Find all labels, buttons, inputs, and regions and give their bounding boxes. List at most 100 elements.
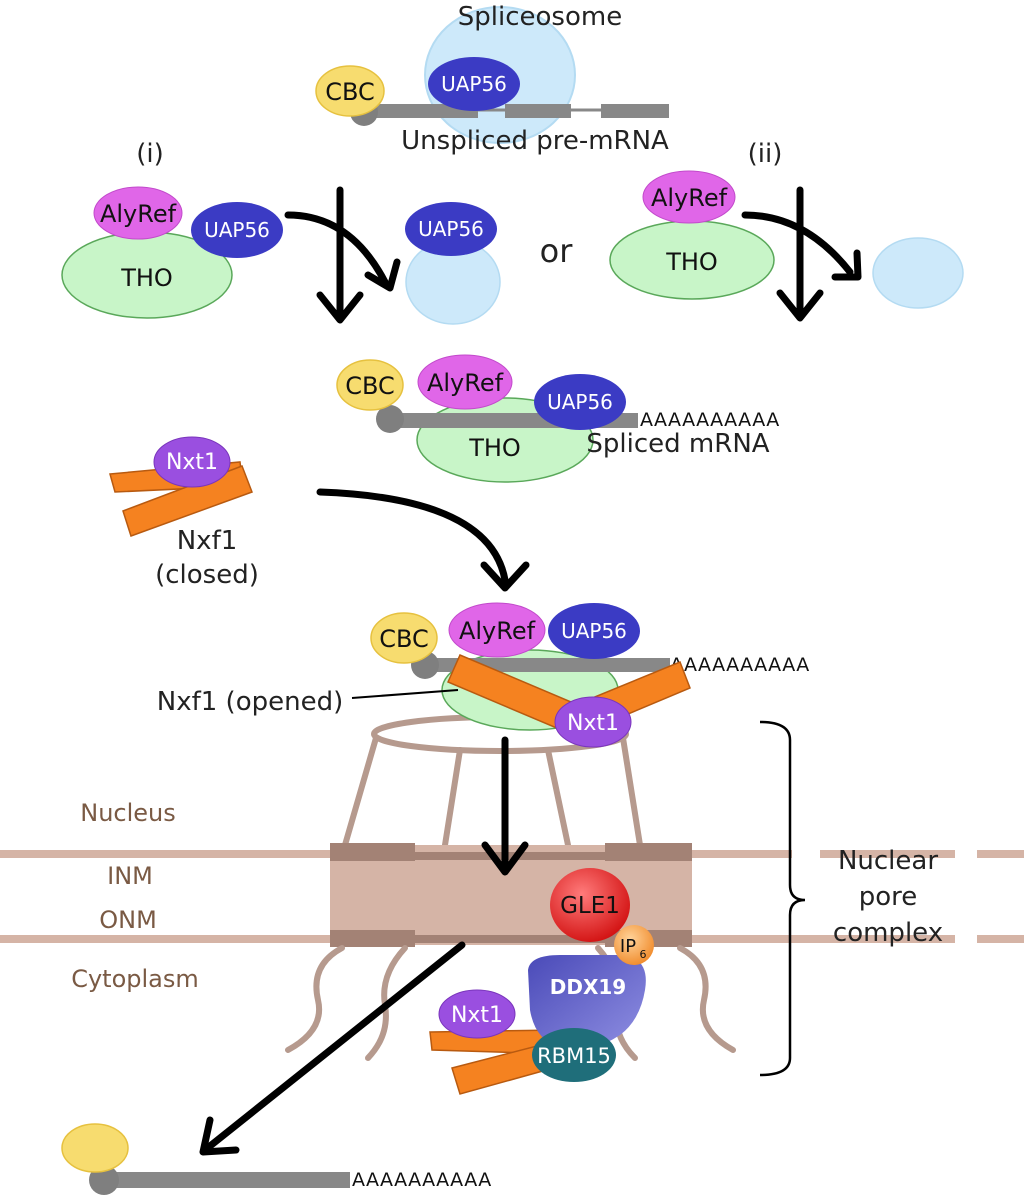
npc-top-plate: [330, 843, 415, 861]
nxt1-protein: [438, 989, 516, 1039]
ip6-label: IP: [620, 936, 636, 957]
rbm15-protein: [532, 1028, 616, 1082]
inm-label: INM: [107, 862, 153, 890]
unspliced-label: Unspliced pre-mRNA: [401, 126, 669, 156]
arrow-through-pore-head: [481, 841, 529, 876]
arrow-export-head: [199, 1116, 240, 1156]
uap56-label: UAP56: [547, 390, 613, 414]
npc-basket-strut: [545, 747, 571, 848]
npc-cyto-filament: [285, 945, 345, 1053]
uap56-protein: [191, 202, 283, 258]
npc-gap-inm: [792, 848, 820, 860]
polya-tail: AAAAAAAAAA: [352, 1169, 492, 1191]
cytoplasm-label: Cytoplasm: [71, 965, 199, 993]
mrna-strand: [102, 1172, 350, 1188]
arrow-down-ii-head: [776, 289, 824, 322]
arrow-release-ii: [741, 211, 854, 276]
nxf1-label: Nxf1: [177, 526, 238, 556]
premrna-exon-2: [505, 104, 571, 118]
uap56-label: UAP56: [441, 72, 507, 96]
npc-basket-strut: [442, 747, 463, 848]
npc-label: complex: [833, 918, 943, 948]
npc-label: Nuclear: [838, 846, 938, 876]
nxf1-opened-label: Nxf1 (opened): [157, 687, 343, 717]
spliced-label: Spliced mRNA: [586, 429, 769, 459]
cbc-label: CBC: [345, 372, 395, 400]
top-section: Spliceosome CBC UAP56 Unspliced pre-mRNA: [315, 2, 669, 156]
cap-circle: [376, 405, 404, 433]
path-ii: (ii) THO AlyRef: [609, 139, 964, 322]
npc-bottom-plate: [330, 930, 415, 947]
onm-label: ONM: [99, 906, 157, 934]
npc-basket-strut: [342, 735, 379, 848]
nxf1-opened-pointer: [351, 689, 459, 699]
npc-bottom-plate: [415, 935, 605, 943]
npc-gap-onm: [955, 933, 977, 945]
alyref-protein: [93, 186, 183, 240]
path-i-label: (i): [136, 139, 164, 169]
cbc-label: CBC: [379, 625, 429, 653]
uap56-label: UAP56: [204, 218, 270, 242]
ddx19-protein: [528, 955, 646, 1048]
arrow-release-ii-head: [831, 249, 862, 281]
polya-tail: AAAAAAAAAA: [640, 409, 780, 431]
npc-top-plate: [605, 843, 692, 861]
spliced-mrna-complex: THO AAAAAAAAAA CBC AlyRef UAP56 Spliced …: [336, 354, 780, 483]
npc-top-plate: [415, 852, 605, 860]
uap56-label: UAP56: [418, 217, 484, 241]
ip6-subscript: 6: [640, 948, 647, 961]
alyref-protein: [448, 602, 546, 658]
alyref-protein: [642, 170, 736, 224]
arrow-release-i: [284, 211, 389, 286]
alyref-label: AlyRef: [100, 200, 177, 228]
spliceosome-shape: [872, 237, 964, 309]
uap56-protein: [534, 374, 626, 430]
arrow-to-complex: [316, 488, 509, 584]
ddx19-label: DDX19: [550, 975, 626, 999]
nxt1-protein: [153, 436, 231, 488]
gle1-protein: [550, 868, 630, 942]
npc-cyto-filament: [677, 945, 736, 1053]
arrow-to-complex-head: [480, 561, 530, 592]
uap56-label: UAP56: [561, 619, 627, 643]
gle1-label: GLE1: [560, 893, 620, 919]
path-i: (i) THO AlyRef UAP56 UAP56: [61, 139, 501, 325]
cbc-label: CBC: [325, 78, 375, 106]
cbc-protein: [370, 612, 438, 664]
tho-label: THO: [468, 434, 521, 462]
alyref-protein: [417, 354, 513, 410]
exported-mrna: AAAAAAAAAA: [61, 1123, 492, 1195]
premrna-exon-1: [362, 104, 478, 118]
nxt1-label: Nxt1: [166, 450, 218, 475]
premrna-exon-3: [601, 104, 669, 118]
npc-gap-inm: [955, 848, 977, 860]
uap56-protein: [405, 202, 497, 256]
uap56-protein: [548, 603, 640, 659]
cbc-protein: [336, 359, 404, 411]
nucleus-label: Nucleus: [80, 799, 176, 827]
or-label: or: [540, 232, 574, 270]
rbm15-label: RBM15: [537, 1044, 611, 1068]
arrow-release-i-head: [364, 258, 401, 292]
alyref-label: AlyRef: [427, 369, 504, 397]
alyref-label: AlyRef: [651, 184, 728, 212]
cbc-protein: [315, 65, 385, 117]
path-ii-label: (ii): [748, 139, 783, 169]
polya-tail: AAAAAAAAAA: [670, 654, 810, 676]
spliceosome-label: Spliceosome: [458, 2, 622, 32]
nxt1-label: Nxt1: [567, 711, 619, 736]
nxf1-closed: Nxt1 Nxf1 (closed): [109, 436, 259, 590]
tho-label: THO: [665, 248, 718, 276]
tho-label: THO: [120, 264, 173, 292]
arrow-export: [201, 941, 466, 1154]
npc-bracket: [759, 720, 806, 1077]
alyref-label: AlyRef: [459, 617, 536, 645]
nxt1-label: Nxt1: [451, 1003, 503, 1028]
npc-basket-strut: [620, 735, 643, 848]
npc-label: pore: [859, 882, 918, 912]
cytoplasmic-remodeling: DDX19 RBM15 Nxt1 GLE1 IP 6: [429, 868, 654, 1095]
export-complex: AAAAAAAAAA CBC AlyRef UAP56 Nxt1 Nxf1 (o…: [157, 602, 810, 748]
cbc-protein: [61, 1123, 129, 1173]
arrow-down-i-head: [316, 291, 364, 324]
